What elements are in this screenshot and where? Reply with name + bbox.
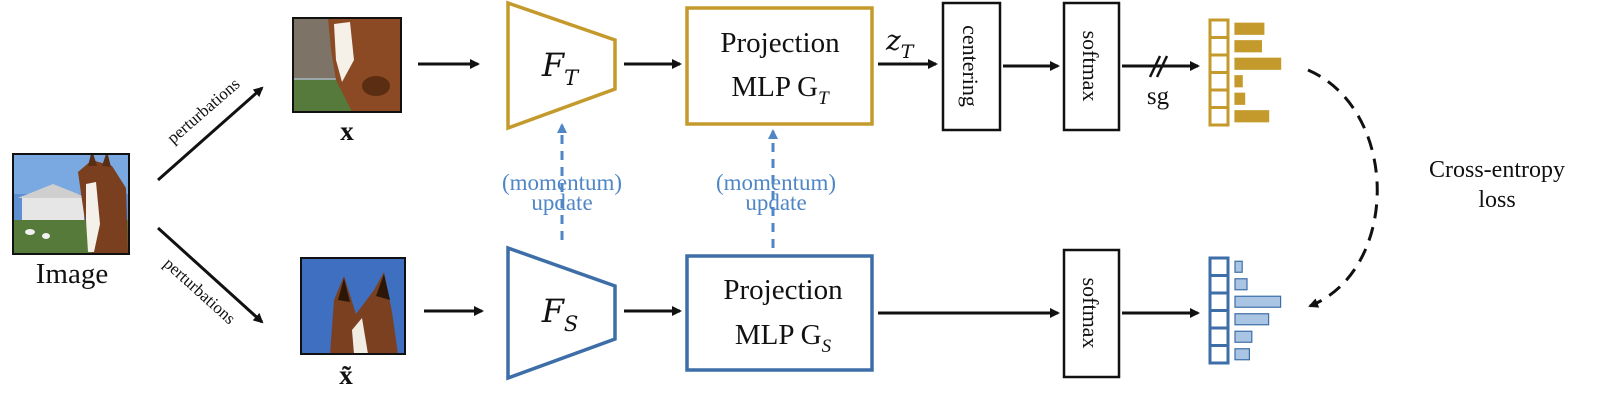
teacher-output-bar xyxy=(1234,40,1262,53)
teacher-output-cell xyxy=(1208,36,1230,57)
student-output-bar xyxy=(1234,278,1248,291)
student-output-cell xyxy=(1208,344,1230,365)
student-encoder-trapezoid xyxy=(506,245,617,381)
teacher-output-bar xyxy=(1234,57,1282,70)
loss-label-line1: Cross-entropy xyxy=(1429,157,1565,183)
perturbation-label-top: perturbations xyxy=(163,74,243,147)
softmax-box-student xyxy=(1062,248,1121,379)
crop-image-top xyxy=(293,18,401,112)
teacher-output-distribution xyxy=(1208,18,1282,127)
stop-grad-slash-1 xyxy=(1148,55,1162,78)
momentum-label-projection-line1: (momentum) xyxy=(716,170,836,195)
centering-box xyxy=(941,1,1002,132)
teacher-projection-box xyxy=(685,6,874,126)
teacher-output-bar xyxy=(1234,75,1243,88)
student-projection-box xyxy=(685,254,874,372)
student-output-bar xyxy=(1234,348,1250,361)
z-label: zT xyxy=(885,24,915,63)
student-output-bar xyxy=(1234,295,1282,308)
cross-entropy-arrow xyxy=(1307,68,1379,308)
student-encoder-label: FS xyxy=(541,292,579,336)
student-projection-line2: MLP GS xyxy=(735,319,832,357)
stop-grad-slash-2 xyxy=(1155,55,1169,78)
crop-image-top-frame xyxy=(292,17,402,113)
stop-grad-label: sg xyxy=(1147,83,1170,110)
source-image-frame xyxy=(12,153,130,255)
perturbation-arrow-top xyxy=(157,86,264,182)
student-output-cell xyxy=(1208,274,1230,295)
crop-image-bottom-frame xyxy=(300,257,406,355)
teacher-output-cell xyxy=(1208,71,1230,92)
loss-label-line2: loss xyxy=(1478,187,1515,213)
momentum-label-encoder-line1: (momentum) xyxy=(502,170,622,195)
student-output-bar xyxy=(1234,330,1253,343)
teacher-output-bar xyxy=(1234,22,1265,35)
student-output-cell xyxy=(1208,256,1230,277)
student-output-bar xyxy=(1234,313,1270,326)
teacher-projection-line2: MLP GT xyxy=(731,71,830,109)
crop-image-bottom xyxy=(301,258,405,354)
student-output-distribution xyxy=(1208,256,1282,365)
momentum-label-encoder-line2: update xyxy=(531,190,592,215)
teacher-projection-line1: Projection xyxy=(720,27,840,59)
perturbation-arrow-bottom xyxy=(156,226,264,324)
student-output-cell xyxy=(1208,309,1230,330)
softmax-label-teacher: softmax xyxy=(1078,31,1103,102)
image-caption: Image xyxy=(36,258,108,290)
x-label-top: x xyxy=(340,116,354,146)
teacher-encoder-label: FT xyxy=(541,46,580,90)
teacher-output-cell xyxy=(1208,18,1230,39)
student-output-cell xyxy=(1208,326,1230,347)
student-output-bar xyxy=(1234,260,1243,273)
x-label-bottom: x̃ xyxy=(339,360,353,390)
student-projection-line1: Projection xyxy=(723,274,843,306)
teacher-output-cell xyxy=(1208,53,1230,74)
teacher-output-cell xyxy=(1208,106,1230,127)
teacher-output-bar xyxy=(1234,92,1246,105)
teacher-output-bar xyxy=(1234,110,1270,123)
softmax-box-teacher xyxy=(1062,1,1121,132)
source-image xyxy=(13,154,129,254)
teacher-encoder-trapezoid xyxy=(506,0,617,131)
student-output-cell xyxy=(1208,291,1230,312)
teacher-output-cell xyxy=(1208,88,1230,109)
momentum-label-projection-line2: update xyxy=(745,190,806,215)
centering-label: centering xyxy=(958,25,983,107)
softmax-label-student: softmax xyxy=(1078,278,1103,349)
